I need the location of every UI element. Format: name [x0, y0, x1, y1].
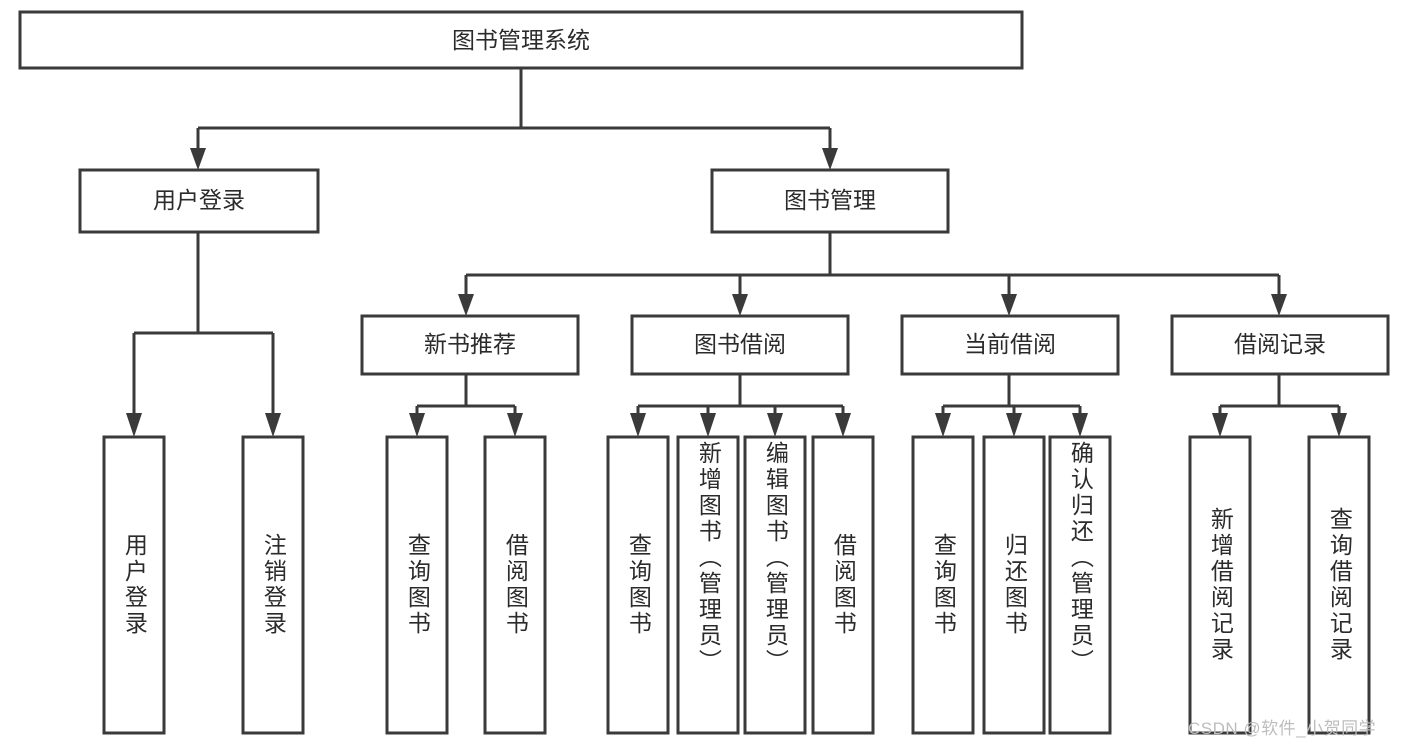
- arrow-head-book-manage: [822, 148, 838, 170]
- leaf-box-query-book-2[interactable]: [606, 435, 670, 735]
- arrow-head-current-borrow: [1001, 294, 1017, 316]
- arrow-head-leaf-borrow-book-2: [835, 413, 851, 437]
- node-book-borrow-box[interactable]: [630, 314, 850, 376]
- node-borrow-record-box[interactable]: [1170, 314, 1390, 376]
- node-borrow-record-label: 借阅记录: [1234, 331, 1326, 357]
- leaf-box-confirm-return[interactable]: [1048, 435, 1112, 735]
- node-borrow-record[interactable]: 借阅记录: [1170, 314, 1390, 376]
- arrow-head-user-login: [190, 148, 206, 170]
- node-book-borrow[interactable]: 图书借阅: [630, 314, 850, 376]
- leaf-box-query-book-1[interactable]: [385, 435, 449, 735]
- node-current-borrow-box[interactable]: [900, 314, 1120, 376]
- arrow-head-leaf-query-book-2: [630, 413, 646, 437]
- node-new-book-recommend-label: 新书推荐: [424, 331, 516, 357]
- node-new-book-recommend[interactable]: 新书推荐: [360, 314, 580, 376]
- leaf-box-borrow-book-2[interactable]: [811, 435, 875, 735]
- leaf-box-group: [102, 435, 1371, 735]
- arrow-head-borrow-record: [1271, 294, 1287, 316]
- node-book-manage[interactable]: 图书管理: [710, 168, 950, 234]
- node-book-manage-label: 图书管理: [784, 187, 876, 213]
- node-user-login-box[interactable]: [78, 168, 320, 234]
- leaf-box-edit-book[interactable]: [743, 435, 807, 735]
- arrow-head-leaf-borrow-book-1: [507, 413, 523, 437]
- arrow-head-leaf-query-book-1: [409, 413, 425, 437]
- arrow-head-leaf-query-record: [1331, 413, 1347, 437]
- leaf-box-borrow-book-1[interactable]: [483, 435, 547, 735]
- arrow-head-leaf-return-book: [1006, 413, 1022, 437]
- leaf-box-return-book[interactable]: [982, 435, 1046, 735]
- leaf-box-query-record[interactable]: [1307, 435, 1371, 735]
- node-book-manage-box[interactable]: [710, 168, 950, 234]
- node-new-book-recommend-box[interactable]: [360, 314, 580, 376]
- arrow-head-book-borrow: [732, 294, 748, 316]
- arrow-head-new-book-recommend: [458, 294, 474, 316]
- node-root-label: 图书管理系统: [452, 27, 590, 53]
- leaf-box-user-login[interactable]: [102, 435, 166, 735]
- node-root[interactable]: 图书管理系统: [18, 10, 1024, 70]
- node-user-login-label: 用户登录: [153, 187, 245, 213]
- leaf-box-add-book[interactable]: [676, 435, 740, 735]
- node-user-login[interactable]: 用户登录: [78, 168, 320, 234]
- leaf-box-query-book-3[interactable]: [911, 435, 975, 735]
- node-current-borrow[interactable]: 当前借阅: [900, 314, 1120, 376]
- connector-group: [126, 68, 1347, 437]
- arrow-head-leaf-add-record: [1212, 413, 1228, 437]
- csdn-watermark: CSDN @软件_小贺同学: [1188, 719, 1377, 738]
- arrow-head-leaf-user-logout: [265, 413, 281, 437]
- node-book-borrow-label: 图书借阅: [694, 331, 786, 357]
- arrow-head-leaf-user-login: [126, 413, 142, 437]
- leaf-box-add-record[interactable]: [1188, 435, 1252, 735]
- arrow-head-leaf-confirm-return: [1072, 413, 1088, 437]
- node-current-borrow-label: 当前借阅: [964, 331, 1056, 357]
- leaf-box-user-logout[interactable]: [241, 435, 305, 735]
- arrow-head-leaf-query-book-3: [935, 413, 951, 437]
- node-root-box[interactable]: [18, 10, 1024, 70]
- arrow-head-leaf-add-book: [700, 413, 716, 437]
- arrow-head-leaf-edit-book: [767, 413, 783, 437]
